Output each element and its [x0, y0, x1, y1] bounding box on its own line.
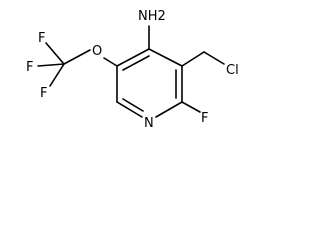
atom-label-ring-fluorine: F: [201, 111, 208, 126]
bond-cf3-f1: [45, 42, 65, 65]
bond-ch2-cl: [203, 51, 225, 65]
bond-n-c6-inner: [122, 98, 144, 112]
molecule-canvas: NH2 Cl N F O F F F: [0, 0, 260, 138]
bond-o-cf3: [63, 49, 91, 65]
bond-c2-f: [181, 101, 201, 113]
atom-label-fluorine-1: F: [38, 31, 45, 46]
atom-label-oxygen: O: [92, 44, 102, 59]
bond-c5-o: [103, 57, 118, 67]
atom-label-amine: NH2: [138, 9, 166, 24]
bond-cf3-f2: [37, 63, 65, 67]
bond-c3-ch2: [181, 51, 205, 67]
atom-label-chlorine: Cl: [226, 63, 239, 78]
atom-label-fluorine-3: F: [40, 86, 47, 101]
bond-c4-c3: [148, 48, 183, 67]
bond-c2-n: [155, 101, 183, 118]
bond-n-c6: [116, 101, 143, 118]
bond-cf3-f3: [49, 63, 65, 87]
bond-c5-c4: [116, 48, 150, 67]
structure-diagram: NH2 Cl N F O F F F: [26, 9, 239, 131]
atom-label-ring-nitrogen: N: [144, 116, 154, 131]
atom-label-fluorine-2: F: [26, 60, 33, 75]
bond-c5-c4-inner: [122, 55, 150, 71]
